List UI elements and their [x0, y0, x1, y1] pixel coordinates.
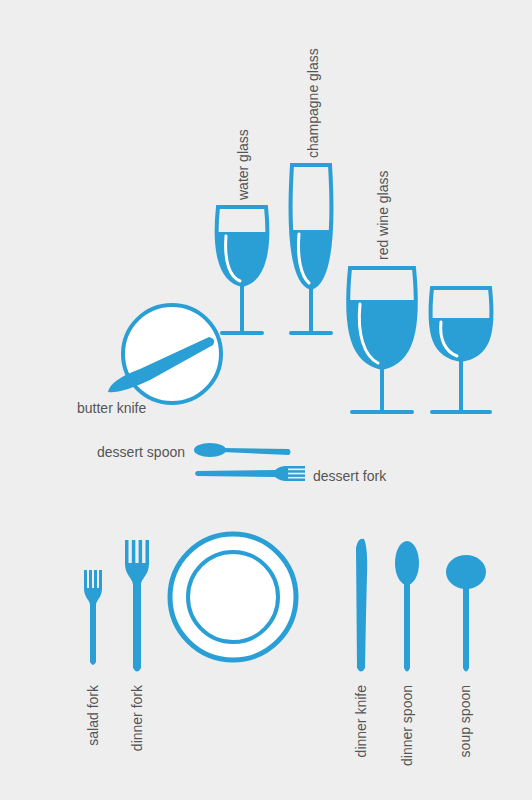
- water-glass: [217, 207, 268, 333]
- soup-spoon: [446, 555, 486, 672]
- glass-stem: [459, 360, 463, 412]
- dessert-spoon: [194, 443, 291, 457]
- glass-bowl: [217, 207, 268, 285]
- dinner-plate: [170, 534, 296, 660]
- part-label: dessert spoon: [97, 444, 185, 460]
- white-wine-glass: [431, 288, 492, 412]
- dinner-fork: [125, 540, 149, 672]
- red-wine-glass: [348, 268, 416, 412]
- part-label: champagne glass: [305, 48, 321, 158]
- glass-base: [291, 331, 331, 335]
- part-label: soup spoon: [457, 685, 473, 757]
- dinner-plate-well: [188, 552, 278, 642]
- glass-bowl: [348, 268, 416, 368]
- part-label: red wine glass: [375, 171, 391, 261]
- glass-liquid: [217, 232, 268, 285]
- bread-plate: [123, 305, 221, 403]
- salad-fork: [84, 570, 102, 665]
- glass-stem: [240, 285, 244, 333]
- glass-bowl: [431, 288, 492, 360]
- glass-base: [222, 331, 262, 335]
- part-label: dinner knife: [353, 685, 369, 757]
- glass-highlight: [298, 234, 309, 283]
- glass-stem: [309, 288, 313, 333]
- part-label: dinner spoon: [399, 685, 415, 766]
- glass-liquid: [291, 230, 332, 288]
- part-label: salad fork: [85, 685, 101, 746]
- champagne-glass: [291, 165, 332, 333]
- part-label: dinner fork: [129, 685, 145, 751]
- glass-highlight: [226, 236, 240, 281]
- glass-stem: [380, 368, 384, 412]
- glass-liquid: [348, 300, 416, 368]
- glass-base: [352, 410, 412, 414]
- glass-highlight: [441, 322, 457, 356]
- glass-liquid: [431, 318, 492, 360]
- dinner-spoon: [395, 541, 419, 672]
- glass-highlight: [359, 304, 378, 363]
- dinner-knife: [356, 539, 367, 672]
- dessert-fork: [195, 466, 305, 481]
- part-label: water glass: [235, 129, 251, 200]
- glass-base: [432, 410, 490, 414]
- part-label: dessert fork: [313, 468, 386, 484]
- glass-bowl: [291, 165, 332, 288]
- butter-knife: [108, 337, 214, 392]
- part-label: butter knife: [77, 400, 146, 416]
